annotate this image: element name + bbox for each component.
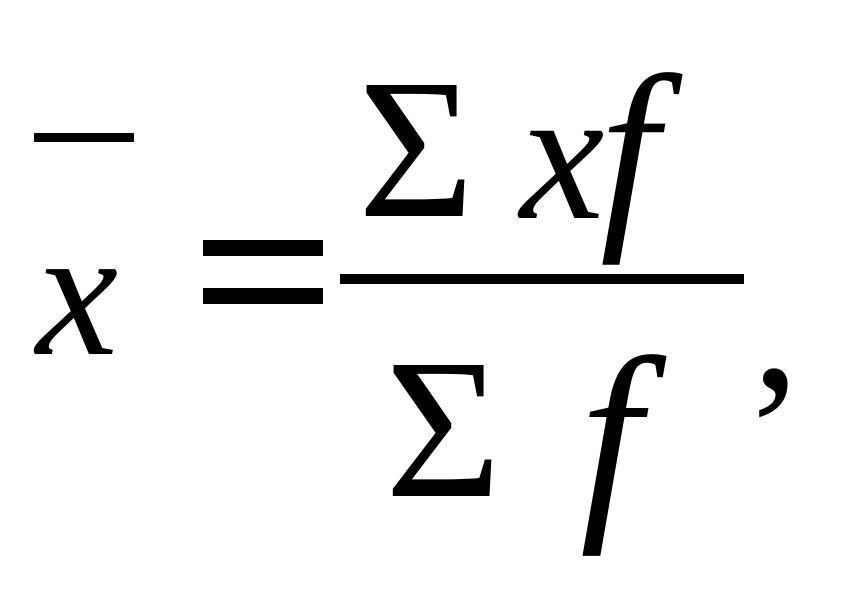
equals-sign-top-bar bbox=[203, 240, 323, 256]
overline-bar bbox=[34, 133, 134, 142]
denominator-sigma: Σ bbox=[385, 319, 502, 540]
fraction-line bbox=[340, 274, 744, 284]
numerator-sigma: Σ bbox=[358, 39, 475, 260]
numerator-x: x bbox=[520, 50, 605, 260]
equals-sign-bottom-bar bbox=[203, 288, 323, 304]
lhs-variable-x: x bbox=[36, 190, 119, 395]
denominator-f: f bbox=[580, 313, 642, 557]
numerator-f: f bbox=[600, 34, 659, 266]
trailing-comma: , bbox=[752, 220, 800, 430]
